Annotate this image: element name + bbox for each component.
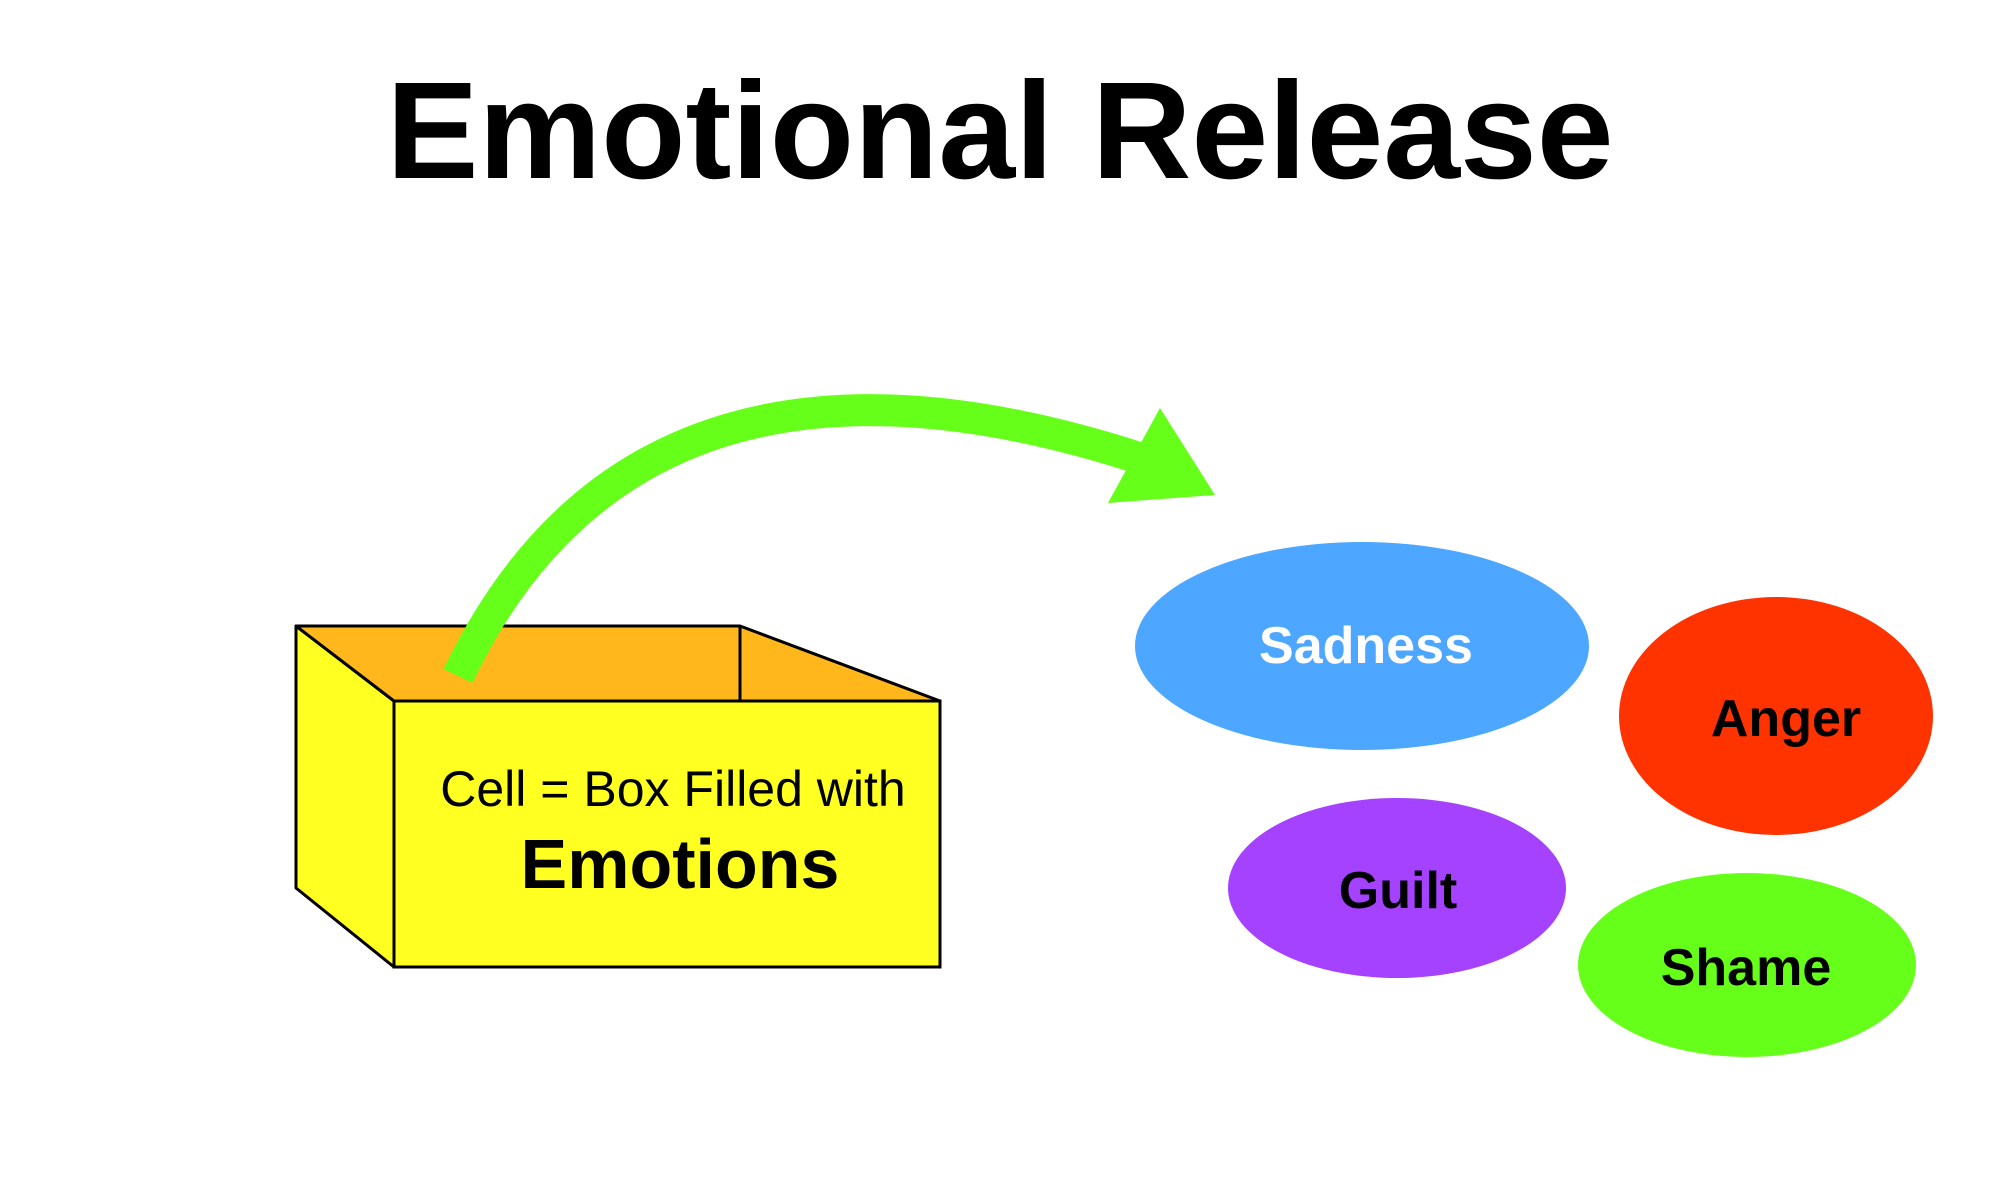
emotion-bubble-guilt: Guilt [1228,798,1566,978]
sadness-ellipse [1135,542,1589,750]
diagram-title: Emotional Release [386,54,1614,208]
box-label-emotions: Emotions [521,825,840,903]
guilt-label: Guilt [1339,862,1457,920]
box-opening [294,624,942,703]
guilt-ellipse [1228,798,1566,978]
box-front-face [392,699,942,969]
release-arrow-head [1108,408,1215,503]
emotion-bubble-anger: Anger [1619,597,1933,835]
shame-label: Shame [1661,939,1832,997]
sadness-label: Sadness [1259,617,1473,675]
box-label-line1: Cell = Box Filled with [440,761,905,817]
anger-label: Anger [1711,690,1861,748]
anger-ellipse [1619,597,1933,835]
release-arrow-shaft [443,394,1150,683]
emotion-bubble-shame: Shame [1578,873,1916,1057]
emotion-box: Cell = Box Filled with Emotions [294,624,942,969]
shame-ellipse [1578,873,1916,1057]
emotion-bubble-sadness: Sadness [1135,542,1589,750]
